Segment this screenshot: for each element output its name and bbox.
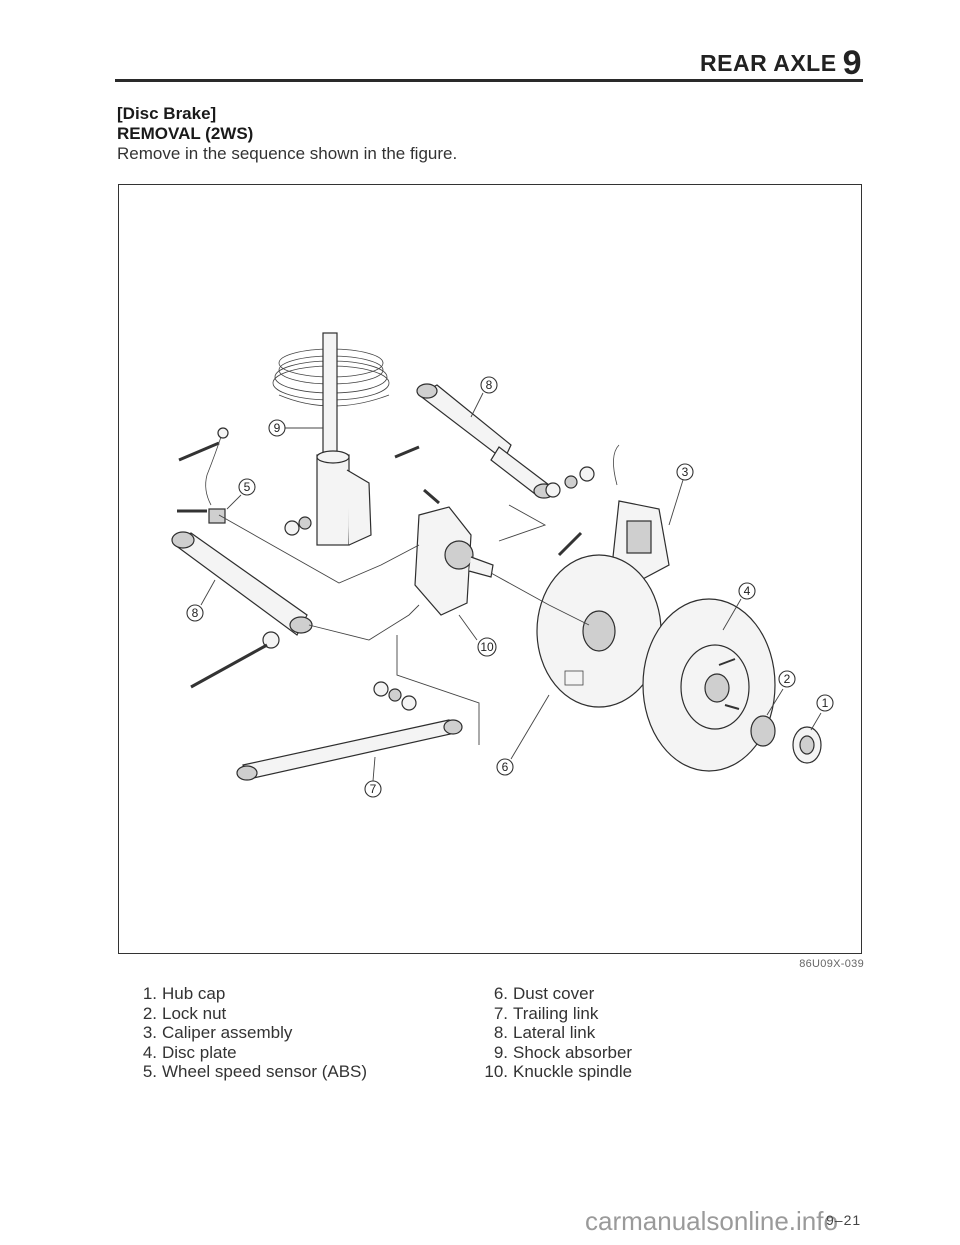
legend-num: 2. [142,1003,157,1023]
legend-label: Hub cap [162,984,226,1003]
dust-cover [536,554,662,708]
figure-code: 86U09X-039 [799,958,864,970]
legend-num: 6. [493,984,508,1003]
lower-lateral-link [171,531,313,636]
legend-label: Lateral link [513,1023,596,1043]
trailing-link [236,719,463,781]
callout-1: 1 [810,694,834,731]
header-title: REAR AXLE [700,50,837,76]
callout-9: 9 [268,419,323,437]
callout-4-label: 4 [744,584,751,598]
legend-label: Shock absorber [513,1042,633,1062]
callout-6: 6 [496,694,550,776]
legend-num: 10. [484,1062,508,1082]
callout-3: 3 [668,463,694,526]
legend-item-3: 3.Caliper assembly [131,1023,367,1043]
legend-label: Lock nut [162,1003,227,1023]
legend-right: 6. Dust cover 7.Trailing link 8.Lateral l… [482,984,632,1082]
caliper-assembly [557,444,670,582]
watermark: carmanualsonline.info [585,1206,838,1236]
legend-num: 7. [493,1003,508,1023]
callout-8-upper-label: 8 [486,378,493,392]
knuckle-spindle [414,506,494,616]
legend-label: Dust cover [513,984,595,1003]
callout-5: 5 [226,478,256,510]
legend-item-6: 6. Dust cover [482,984,632,1004]
legend-item-9: 9.Shock absorber [482,1043,632,1063]
legend-num: 3. [142,1023,157,1043]
legend-num: 5. [142,1062,157,1082]
section-title: REMOVAL (2WS) [117,124,254,143]
section-subject: [Disc Brake] [117,104,217,123]
page-number: 9–21 [826,1212,862,1228]
callout-3-label: 3 [682,465,689,479]
legend-item-5: 5.Wheel speed sensor (ABS) [131,1062,367,1082]
callout-9-label: 9 [274,421,281,435]
callout-5-label: 5 [244,480,251,494]
legend-num: 8. [493,1023,508,1043]
callout-10: 10 [458,614,497,657]
lock-nut-and-hub-cap [750,715,822,764]
assembly-guide-lines [218,504,590,745]
legend-left: 1.Hub cap 2.Lock nut 3.Caliper assembly … [131,984,367,1082]
callout-2-label: 2 [784,672,791,686]
legend-num: 4. [142,1042,157,1062]
callout-8-lower: 8 [186,579,216,622]
fasteners [177,441,665,711]
chapter-number: 9 [842,44,862,82]
callout-6-label: 6 [502,760,509,774]
legend-num: 9. [493,1042,508,1062]
exploded-diagram: 9 8 5 3 4 8 10 [118,184,862,954]
disc-plate [642,598,776,772]
legend-item-7: 7.Trailing link [482,1004,632,1024]
callout-1-label: 1 [822,696,829,710]
diagram-drawing: 9 8 5 3 4 8 10 [171,332,834,798]
legend-item-2: 2.Lock nut [131,1004,367,1024]
callout-10-label: 10 [480,640,494,654]
legend-label: Caliper assembly [162,1023,293,1043]
legend-label: Wheel speed sensor (ABS) [162,1062,368,1082]
callout-8-upper: 8 [470,376,498,418]
legend-num: 1. [142,984,157,1003]
legend-label: Trailing link [513,1003,599,1023]
legend-item-10: 10.Knuckle spindle [482,1062,632,1082]
legend-label: Disc plate [162,1042,237,1062]
legend-item-4: 4.Disc plate [131,1043,367,1063]
section-instruction: Remove in the sequence shown in the figu… [117,144,458,163]
legend-item-8: 8.Lateral link [482,1023,632,1043]
callout-4: 4 [722,582,756,631]
shock-absorber [316,332,372,546]
upper-lateral-link [416,383,555,499]
legend-label: Knuckle spindle [513,1062,633,1082]
legend-item-1: 1. Hub cap [131,984,367,1004]
header-rule [115,79,863,82]
callout-7: 7 [364,756,382,798]
callout-2: 2 [766,670,796,716]
callout-8-lower-label: 8 [192,606,199,620]
wheel-speed-sensor [205,427,229,524]
callout-7-label: 7 [370,782,377,796]
